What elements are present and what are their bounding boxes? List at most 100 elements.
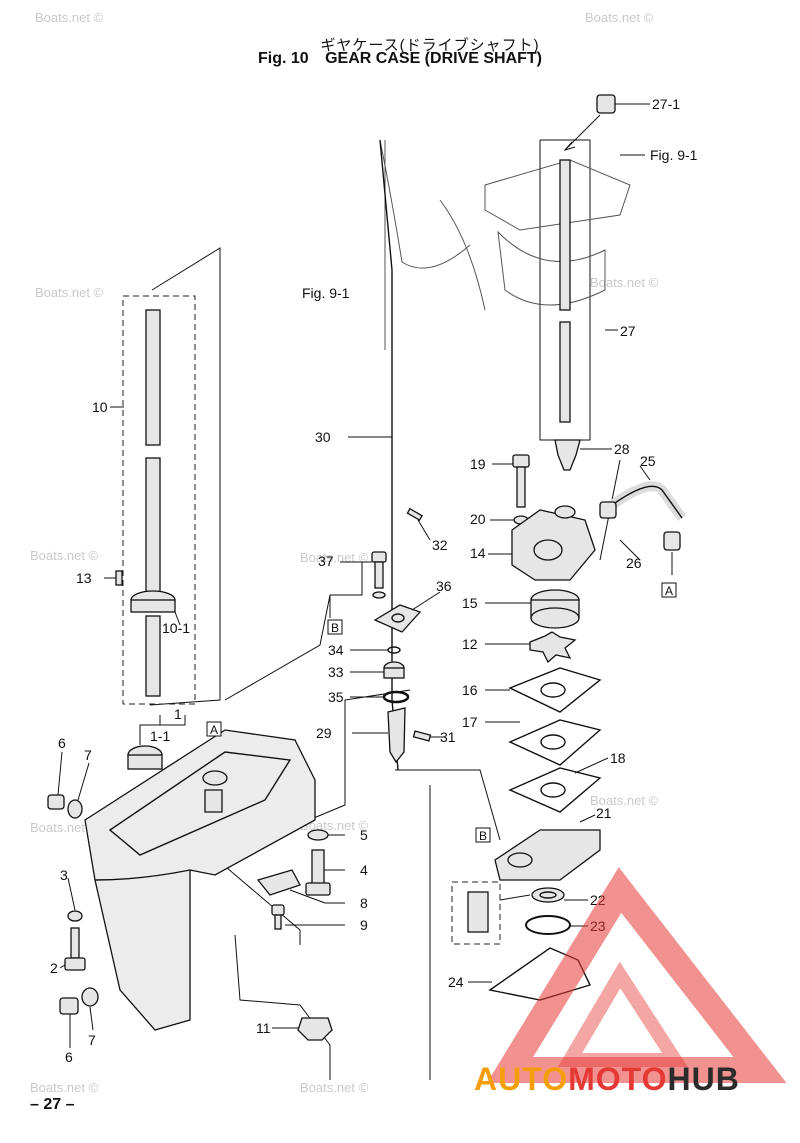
watermark-text: Boats.net © — [585, 10, 654, 25]
callout-7: 7 — [84, 747, 92, 763]
brand-name-part2: MOTO — [568, 1061, 667, 1097]
callout-12: 12 — [462, 636, 478, 652]
logo-inner-triangle-icon — [557, 961, 688, 1067]
figure-title: Fig. 10 GEAR CASE (DRIVE SHAFT) — [0, 50, 800, 68]
hose-25 — [599, 465, 687, 521]
pin-13 — [104, 570, 123, 586]
svg-text:A: A — [210, 723, 218, 737]
callout-6-lower: 6 — [65, 1049, 73, 1065]
grommet-27-1 — [563, 94, 650, 151]
washer-3 — [67, 877, 83, 922]
reference-box-a-top: A — [206, 721, 222, 737]
drain-screw-6-lower — [59, 997, 79, 1048]
callout-33: 33 — [328, 664, 344, 680]
callout-27: 27 — [620, 323, 636, 339]
watermark-text: Boats.net © — [590, 793, 659, 808]
washer-5 — [307, 829, 345, 841]
watermark-text: Boats.net © — [30, 820, 99, 835]
drive-shaft-group-box — [122, 295, 196, 705]
callout-30: 30 — [315, 429, 331, 445]
callout-36: 36 — [436, 578, 452, 594]
bolt-2 — [59, 927, 86, 971]
seal-plate-36 — [373, 591, 441, 633]
pump-base-21 — [494, 814, 601, 881]
impeller-12 — [485, 631, 577, 664]
page-number: – 27 – — [30, 1096, 75, 1113]
gasket-18 — [508, 757, 609, 813]
watermark-text: Boats.net © — [590, 275, 659, 290]
key-group — [451, 881, 501, 945]
logo-triangle-icon — [486, 867, 787, 1083]
callout-10: 10 — [92, 399, 108, 415]
brand-logo: AUTOMOTOHUB — [474, 867, 787, 1097]
callout-2: 2 — [50, 960, 58, 976]
svg-text:A: A — [665, 584, 673, 598]
callout-1: 1 — [174, 706, 182, 722]
watermark-text: Boats.net © — [30, 548, 99, 563]
watermarks: Boats.net © Boats.net © Boats.net © Boat… — [30, 10, 659, 1095]
water-tube-27 — [559, 159, 618, 423]
callout-34: 34 — [328, 642, 344, 658]
callout-14: 14 — [470, 545, 486, 561]
gear-case-1 — [84, 715, 316, 1031]
reference-box-b-lower: B — [475, 827, 491, 843]
gasket-7-lower — [81, 987, 99, 1031]
plate-17 — [485, 719, 602, 766]
insert-cartridge-15 — [485, 589, 580, 629]
drain-screw-6 — [47, 751, 65, 810]
watermark-text: Boats.net © — [35, 285, 104, 300]
callout-20: 20 — [470, 511, 486, 527]
watermark-text: Boats.net © — [300, 1080, 369, 1095]
oring-34 — [350, 646, 401, 654]
callout-13: 13 — [76, 570, 92, 586]
joint-26 — [619, 531, 681, 575]
gasket-16 — [485, 667, 602, 713]
plate-8 — [256, 869, 345, 904]
figure-reference-fig-9-1: Fig. 9-1 — [650, 147, 698, 163]
callout-27-1: 27-1 — [652, 96, 680, 112]
callout-5: 5 — [360, 827, 368, 843]
callout-28: 28 — [614, 441, 630, 457]
callout-4: 4 — [360, 862, 368, 878]
oil-seal-22 — [499, 887, 588, 903]
upper-housing — [379, 139, 631, 350]
callout-18: 18 — [610, 750, 626, 766]
watermark-text: Boats.net © — [35, 10, 104, 25]
callout-29: 29 — [316, 725, 332, 741]
brand-name: AUTOMOTOHUB — [474, 1061, 740, 1097]
pin-32 — [406, 507, 431, 541]
watermark-text: Boats.net © — [300, 550, 369, 565]
callout-8: 8 — [360, 895, 368, 911]
callout-16: 16 — [462, 682, 478, 698]
drive-shaft-10 — [110, 309, 161, 697]
callout-11: 11 — [256, 1020, 271, 1036]
reference-box-a-right: A — [661, 582, 677, 598]
bolt-4 — [305, 849, 345, 896]
callout-6: 6 — [58, 735, 66, 751]
pump-housing-14 — [488, 505, 596, 581]
callout-1-1: 1-1 — [150, 728, 170, 744]
callout-7-lower: 7 — [88, 1032, 96, 1048]
brand-name-part1: AUTO — [474, 1061, 568, 1097]
assembly-guides — [122, 139, 621, 1080]
callout-24: 24 — [448, 974, 464, 990]
screw-37 — [329, 551, 387, 618]
gasket-23 — [525, 915, 588, 935]
callout-10-1: 10-1 — [162, 620, 190, 636]
callout-9: 9 — [360, 917, 368, 933]
gasket-7 — [67, 762, 90, 819]
callout-15: 15 — [462, 595, 478, 611]
figure-reference-fig-9-1-left: Fig. 9-1 — [302, 285, 350, 301]
screw-9 — [271, 904, 345, 930]
callout-31: 31 — [440, 729, 456, 745]
callout-25: 25 — [640, 453, 656, 469]
bushing-33 — [350, 661, 405, 679]
brand-name-part3: HUB — [667, 1061, 739, 1097]
grommet-28 — [554, 439, 612, 471]
callout-17: 17 — [462, 714, 478, 730]
oring-35 — [350, 690, 410, 704]
figure-number: Fig. 10 — [257, 50, 309, 67]
callout-26: 26 — [626, 555, 642, 571]
callout-32: 32 — [432, 537, 448, 553]
svg-text:B: B — [331, 621, 339, 635]
